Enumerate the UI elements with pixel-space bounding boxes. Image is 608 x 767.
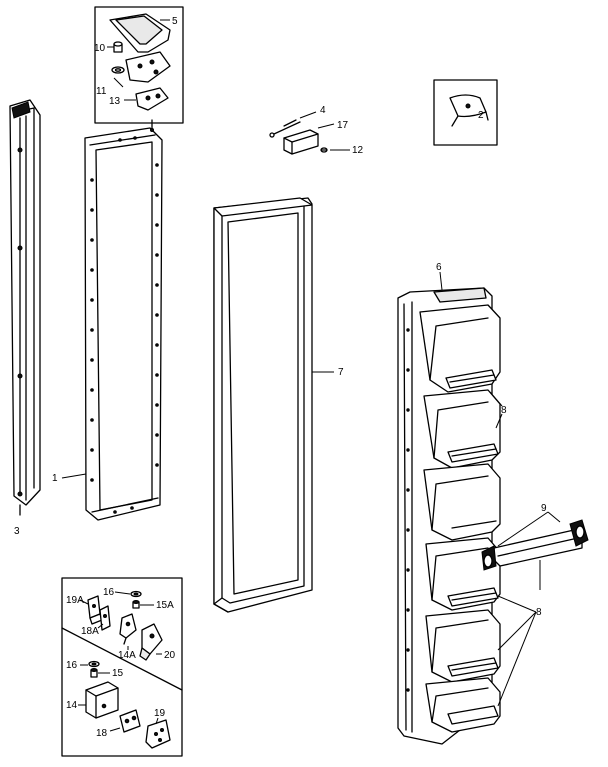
shelf-bin-2 [424, 390, 500, 468]
callout-18A: 18A [81, 626, 99, 637]
latch-assembly-parts [270, 112, 350, 154]
screw-part-12 [321, 148, 327, 152]
door-gasket-part-7 [214, 198, 312, 612]
callout-6: 6 [436, 262, 442, 273]
hinge-part-14A [120, 614, 136, 644]
hinge-pin-part-10 [114, 42, 122, 52]
callout-19A: 19A [66, 595, 84, 606]
bushing-part-15 [91, 669, 97, 678]
washer-part-16-upper [131, 592, 141, 597]
callout-16a: 16 [103, 587, 115, 598]
shim-part-18A [100, 606, 110, 630]
callout-4: 4 [320, 105, 326, 116]
plate-part-19 [146, 720, 170, 748]
callout-5: 5 [172, 16, 178, 27]
callout-17: 17 [337, 120, 349, 131]
block-part-17 [284, 130, 318, 154]
hinge-part-14 [86, 682, 118, 718]
callout-8a: 8 [501, 405, 507, 416]
leader-8b-1 [498, 596, 536, 612]
shelf-bin-4 [426, 538, 500, 610]
leader-1 [62, 474, 86, 478]
callout-12: 12 [352, 145, 364, 156]
callout-18: 18 [96, 728, 108, 739]
callout-3: 3 [14, 526, 20, 537]
callout-15: 15 [112, 668, 124, 679]
callout-14: 14 [66, 700, 78, 711]
callout-9: 9 [541, 503, 547, 514]
callout-8b: 8 [536, 607, 542, 618]
leader-6 [440, 272, 442, 290]
liner-flange-holes [407, 329, 409, 691]
shim-part-18 [120, 710, 140, 732]
screw-part-4 [274, 122, 300, 134]
callout-10: 10 [94, 43, 106, 54]
callout-1: 1 [52, 473, 58, 484]
leader-8b-2 [498, 612, 536, 650]
hinge-kit-box [62, 578, 182, 756]
callout-19: 19 [154, 708, 166, 719]
callout-2: 2 [478, 110, 484, 121]
callout-20: 20 [164, 650, 176, 661]
shelf-bin-5 [426, 610, 500, 682]
shelf-bar-part-9 [482, 512, 588, 590]
callout-15A: 15A [156, 600, 174, 611]
leader-8a-2 [496, 414, 502, 428]
callout-13: 13 [109, 96, 121, 107]
callout-7: 7 [338, 367, 344, 378]
callout-11: 11 [96, 86, 107, 97]
shelf-bin-3 [424, 464, 500, 540]
leader-8a-1 [490, 392, 502, 406]
shelf-bin-1 [420, 305, 500, 392]
door-shelf-liner-part-6 [398, 288, 500, 744]
door-liner-frame-part-1 [85, 120, 162, 520]
hinge-parts-box [95, 7, 183, 123]
bracket-part-20 [140, 624, 162, 660]
leader-8b-3 [498, 612, 536, 706]
bushing-part-15A [133, 601, 139, 609]
washer-part-16-lower [89, 662, 99, 667]
door-trim-strip-part-3 [10, 100, 40, 515]
shelf-bin-6 [426, 678, 500, 732]
part-2-box [434, 80, 497, 145]
hinge-plate [126, 52, 170, 82]
callout-14A: 14A [118, 650, 136, 661]
liner-screw-holes [91, 137, 159, 514]
callout-16b: 16 [66, 660, 78, 671]
hinge-shim-part-13 [136, 88, 168, 110]
